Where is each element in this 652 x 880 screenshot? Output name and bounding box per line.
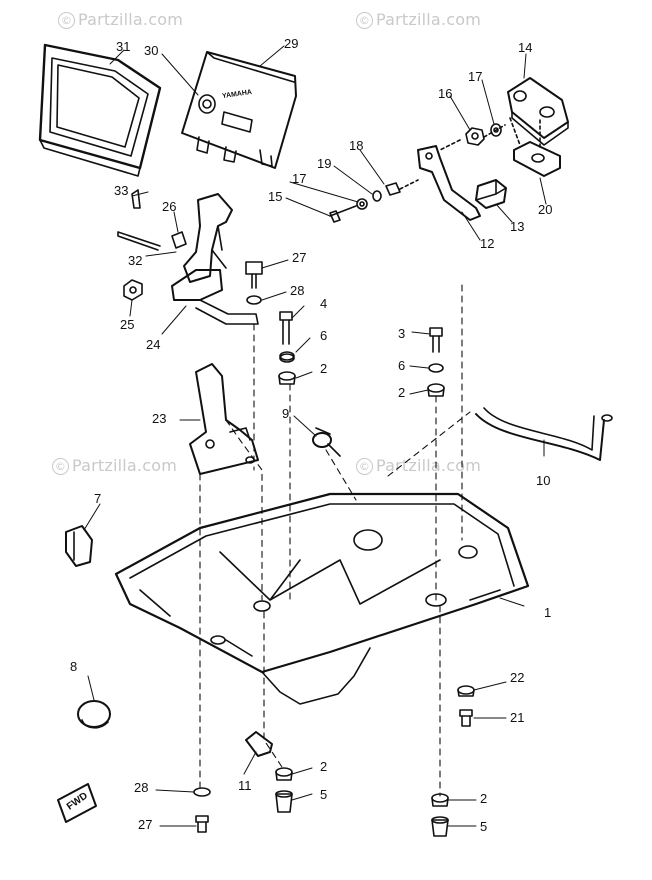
part-12-bracket [417,145,481,221]
callout-1: 1 [544,605,552,620]
callout-2: 2 [398,385,406,400]
part-5-collar [431,816,449,837]
callout-5: 5 [320,787,328,802]
part-1-bottom-cowling [114,492,530,705]
part-8-plug [77,700,111,729]
part-27-bolt [195,815,209,833]
part-3-bolt [429,327,443,353]
callout-2: 2 [480,791,488,806]
callout-29: 29 [284,36,299,51]
callout-16: 16 [438,86,453,101]
part-29-front-panel [181,51,297,169]
callout-25: 25 [120,317,135,332]
part-21-bolt [459,709,473,727]
part-5-collar [275,790,293,813]
callout-30: 30 [144,43,159,58]
callout-20: 20 [538,202,553,217]
part-32-pin [117,231,161,251]
part-2-grommet [278,371,296,385]
callout-17: 17 [292,171,307,186]
callout-27: 27 [138,817,153,832]
callout-24: 24 [146,337,161,352]
part-27-bolt [245,261,263,289]
watermark: ©Partzilla.com [356,456,481,475]
callout-17: 17 [468,69,483,84]
part-7-grommet [65,525,93,567]
part-17-washer [490,123,502,137]
part-2-grommet [427,383,445,397]
part-26-collar [171,231,187,249]
part-9-switch [312,427,341,457]
leader-line [509,117,541,151]
part-28-washer [246,295,262,305]
part-6-washer [428,363,444,373]
callout-6: 6 [398,358,406,373]
part-14-bracket [507,77,569,146]
callout-23: 23 [152,411,167,426]
callout-10: 10 [536,473,551,488]
callout-12: 12 [480,236,495,251]
watermark: ©Partzilla.com [58,10,183,29]
part-17-washer [356,198,368,210]
leader-line [439,124,506,151]
part-11-clip [245,731,273,757]
callout-33: 33 [114,183,129,198]
callout-26: 26 [162,199,177,214]
callout-27: 27 [292,250,307,265]
callout-3: 3 [398,326,406,341]
callout-7: 7 [94,491,102,506]
watermark: ©Partzilla.com [356,10,481,29]
callout-18: 18 [349,138,364,153]
callout-15: 15 [268,189,283,204]
callout-8: 8 [70,659,78,674]
callout-31: 31 [116,39,131,54]
part-15-bolt [329,205,357,223]
callout-11: 11 [238,778,252,793]
callout-13: 13 [510,219,525,234]
callout-2: 2 [320,361,328,376]
fwd-label-sticker [57,783,97,823]
callout-leaders [83,45,547,827]
part-24-shift-lever [171,193,259,325]
knob-hole [198,94,216,114]
callout-5: 5 [480,819,488,834]
part-33-pin [131,189,141,209]
part-25-nut [123,279,143,301]
part-4-bolt [279,311,293,345]
callout-9: 9 [282,406,290,421]
callout-19: 19 [317,156,332,171]
part-28-washer [193,787,211,797]
watermark: ©Partzilla.com [52,456,177,475]
part-22-washer [457,685,475,697]
part-16-nut [465,127,485,146]
callout-14: 14 [518,40,533,55]
callout-32: 32 [128,253,143,268]
switch-slot [221,111,253,133]
callout-28: 28 [134,780,149,795]
part-6-washer [279,351,295,363]
part-19-washer [372,190,382,202]
callout-22: 22 [510,670,525,685]
part-18-collar [385,182,401,196]
callout-28: 28 [290,283,305,298]
callout-21: 21 [510,710,525,725]
part-31-rubber-frame [38,43,162,177]
part-13-relay [475,179,507,209]
part-2-grommet [275,767,293,781]
callout-2: 2 [320,759,328,774]
part-10-hose [475,407,613,461]
part-20-rubber-mount [513,141,561,177]
leader-line [399,179,419,190]
callout-4: 4 [320,296,328,311]
callout-6: 6 [320,328,328,343]
assembly-lines [199,284,471,797]
part-23-bracket [189,363,259,475]
